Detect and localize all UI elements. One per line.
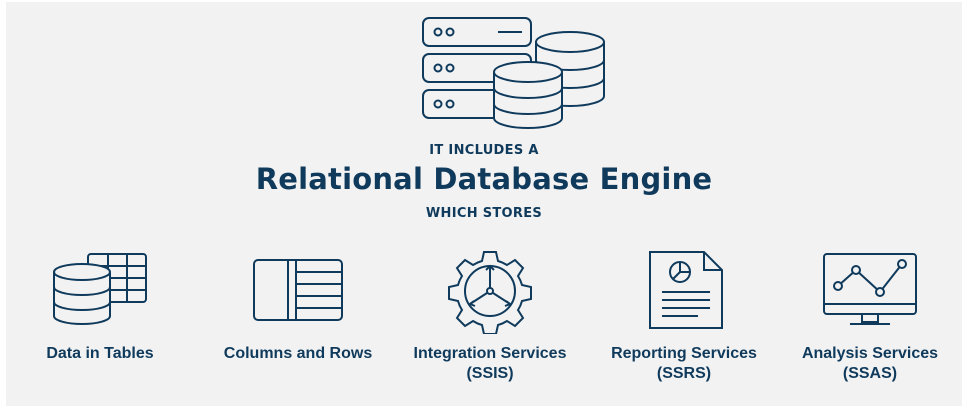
feature-integration-services: Integration Services (SSIS) <box>400 248 580 398</box>
gear-icon <box>440 248 540 334</box>
feature-columns-and-rows: Columns and Rows <box>208 248 388 398</box>
feature-label: Integration Services (SSIS) <box>413 345 567 382</box>
report-document-icon <box>634 248 734 332</box>
background-panel <box>6 2 962 406</box>
feature-label: Analysis Services (SSAS) <box>801 345 939 382</box>
feature-label: Reporting Services (SSRS) <box>611 345 757 382</box>
columns-rows-icon <box>248 248 348 328</box>
post-title: WHICH STORES <box>425 206 543 221</box>
feature-reporting-services: Reporting Services (SSRS) <box>594 248 774 398</box>
pre-title: IT INCLUDES A <box>429 143 539 158</box>
feature-label: Data in Tables <box>46 345 154 362</box>
page-title: Relational Database Engine <box>255 162 713 196</box>
server-database-icon <box>418 14 608 132</box>
feature-analysis-services: Analysis Services (SSAS) <box>780 248 960 398</box>
analytics-monitor-icon <box>820 248 920 332</box>
feature-label: Columns and Rows <box>223 345 373 362</box>
database-table-icon <box>50 248 150 328</box>
feature-data-in-tables: Data in Tables <box>10 248 190 398</box>
